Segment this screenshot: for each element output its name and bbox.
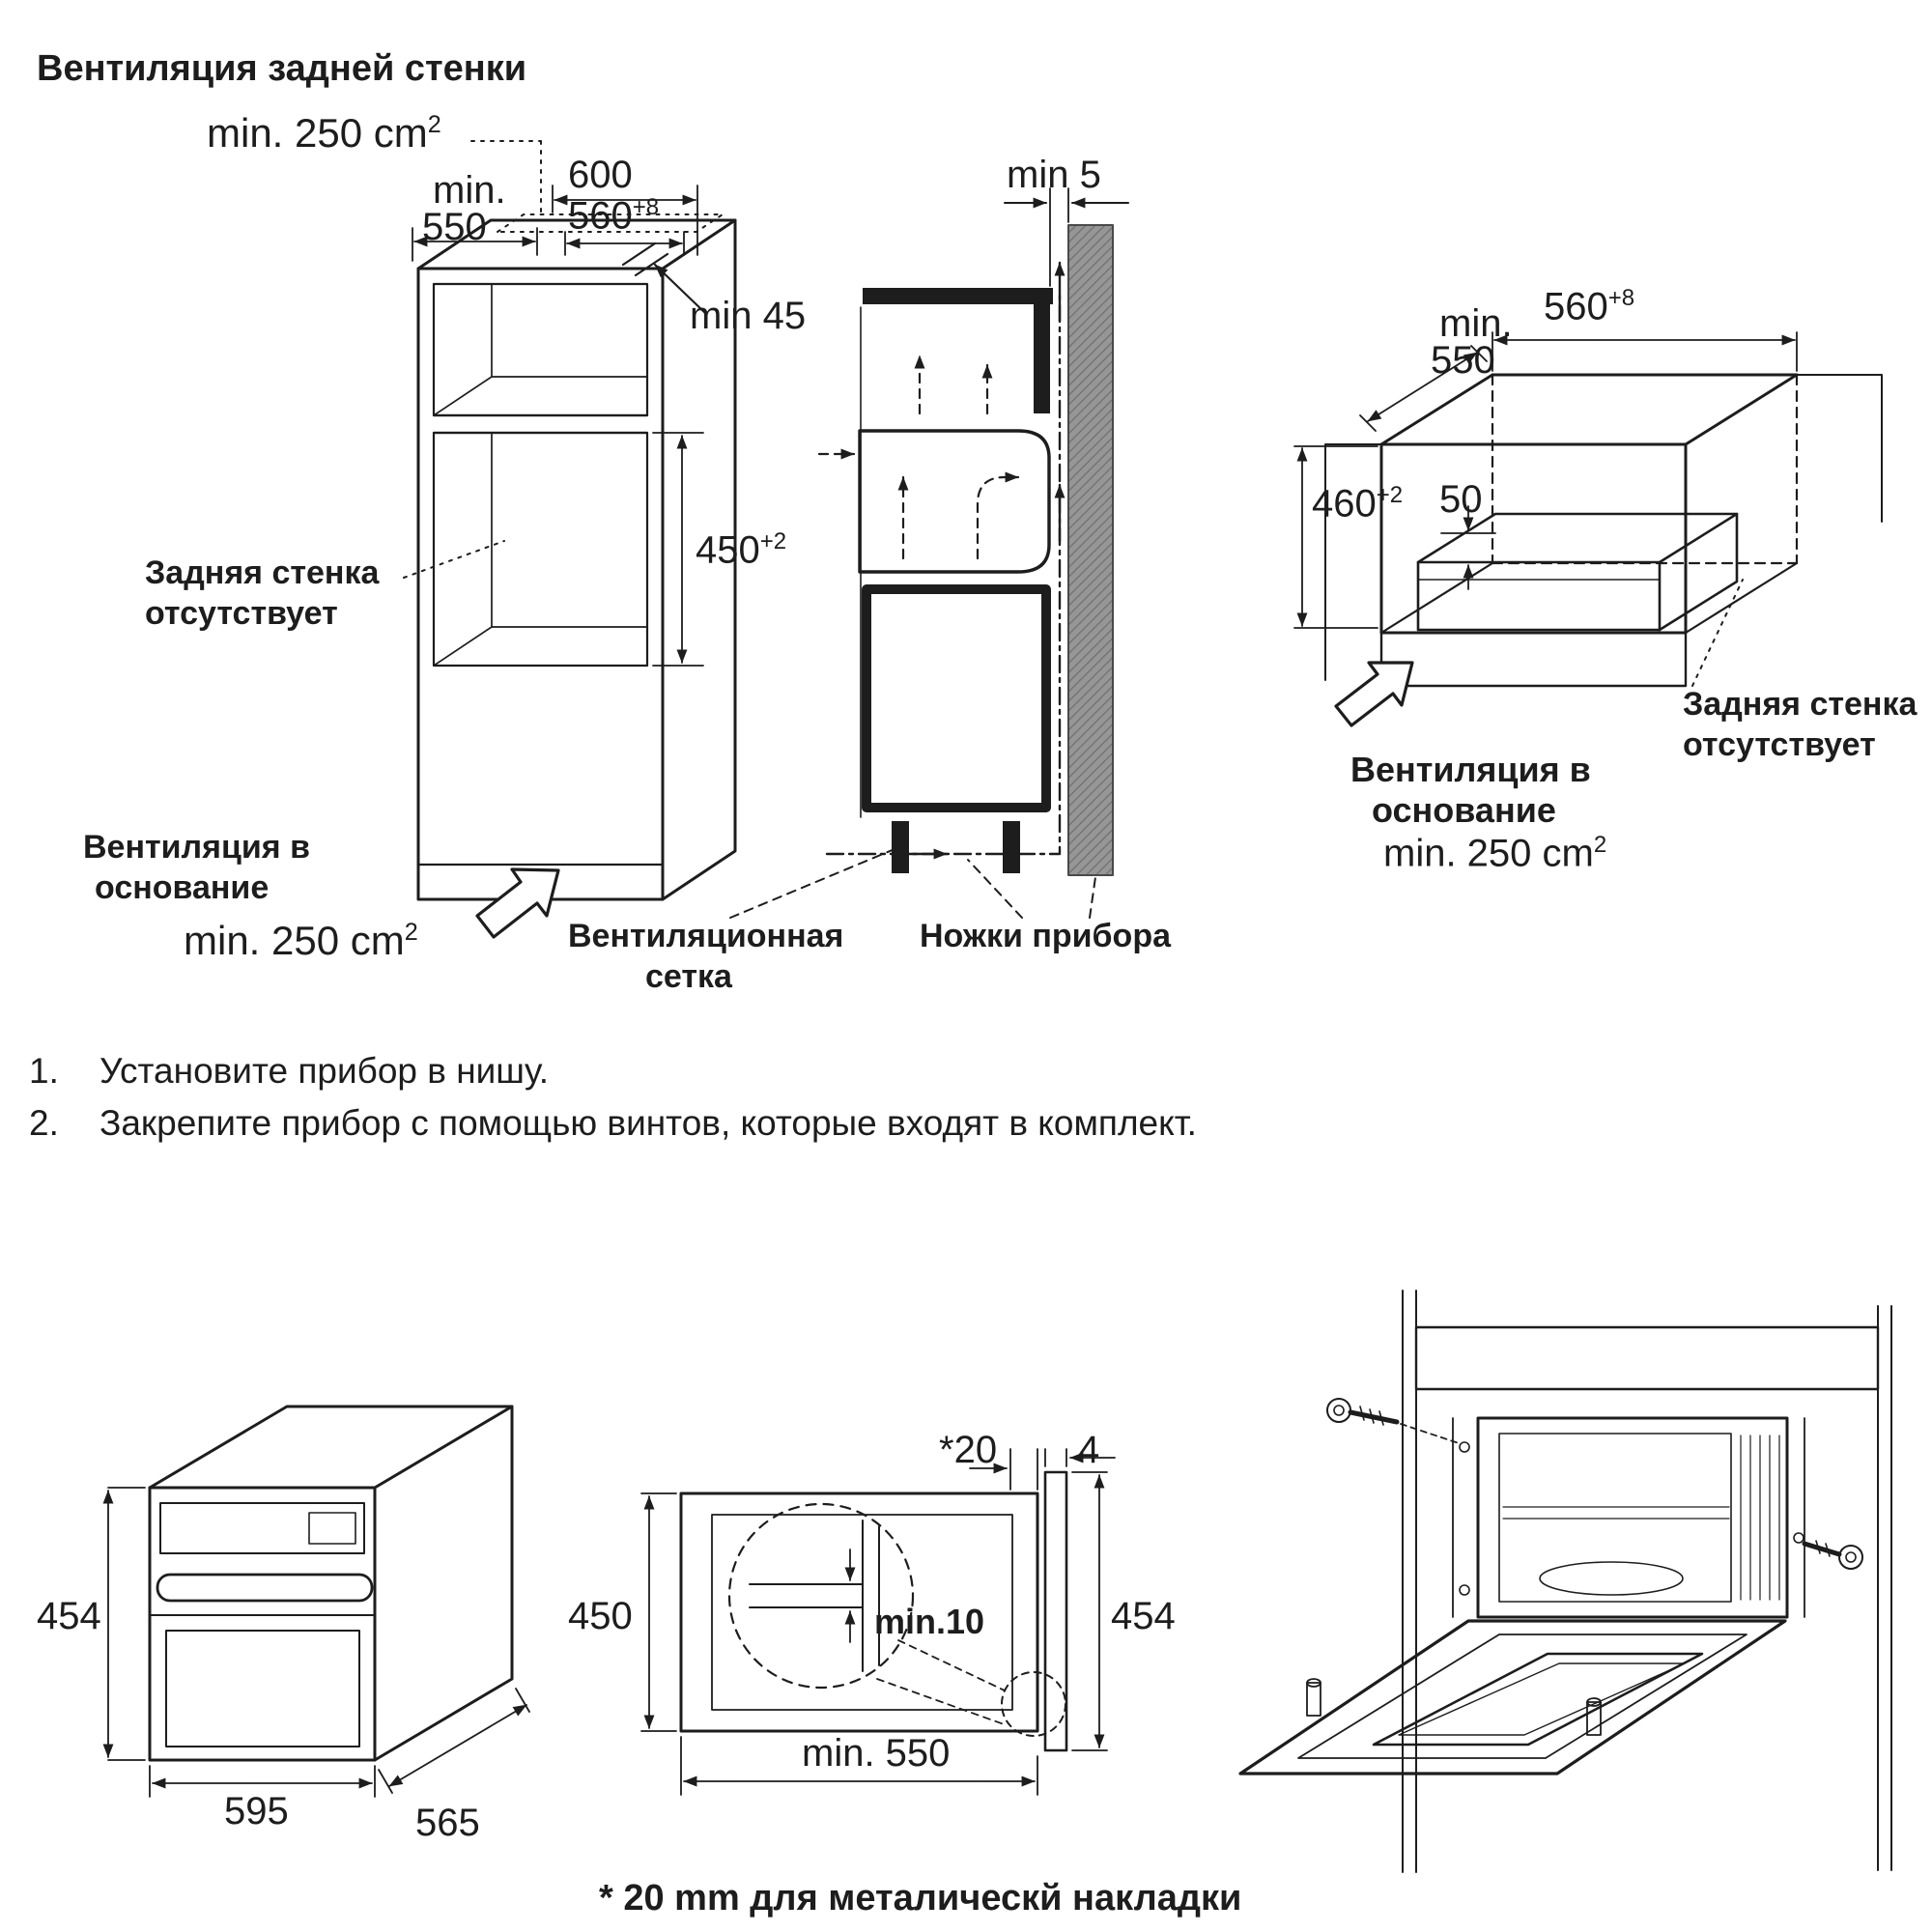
d1-600-label: 600 <box>568 154 633 196</box>
d3-50-label: 50 <box>1439 478 1483 521</box>
control-panel <box>159 1502 365 1554</box>
d3-min550-label-line2: 550 <box>1431 339 1495 382</box>
d1-back-wall-label-line1: Задняя стенка <box>145 554 380 591</box>
vent-base-arrow <box>475 867 560 939</box>
door-handle <box>156 1573 374 1603</box>
oven-door <box>165 1630 360 1747</box>
d1-vent-base-area-label: min. 250 cm2 <box>184 918 418 963</box>
d5-454-label: 454 <box>1111 1595 1176 1637</box>
tall-cabinet-diagram <box>403 140 737 939</box>
footnote-label: * 20 mm для металическй накладки <box>599 1878 1242 1918</box>
screw-icon <box>1326 1398 1460 1444</box>
d1-min550-label-line2: 550 <box>422 206 487 248</box>
step-1-number: 1. <box>29 1051 59 1091</box>
d2-min5-label: min 5 <box>1007 154 1101 196</box>
d2-feet-label: Ножки прибора <box>920 918 1171 954</box>
step-2-number: 2. <box>29 1103 59 1143</box>
d5-20-label: *20 <box>939 1429 998 1471</box>
d1-vent-base-label-line1: Вентиляция в <box>83 829 310 866</box>
d1-min45-label: min 45 <box>690 295 807 337</box>
door-pin <box>1586 1701 1602 1736</box>
oven-diagram <box>102 1405 530 1798</box>
d3-460-label: 460+2 <box>1312 482 1404 526</box>
d5-450-label: 450 <box>568 1595 633 1637</box>
turntable <box>1539 1561 1684 1596</box>
oven-open-diagram <box>1238 1290 1892 1873</box>
d1-vent-base-label-line2: основание <box>95 869 270 906</box>
appliance-foot <box>1003 821 1020 873</box>
d5-min10-label: min.10 <box>874 1602 985 1641</box>
d4-565-label: 565 <box>415 1802 480 1844</box>
appliance-foot <box>892 821 909 873</box>
trim-panel <box>1043 1470 1068 1752</box>
oven-cavity <box>1476 1416 1789 1619</box>
niche-cabinet-diagram <box>1293 331 1883 727</box>
cross-section-diagram <box>729 187 1129 919</box>
label-leaders <box>729 843 1096 919</box>
d3-back-wall-label-line2: отсутствует <box>1683 726 1876 763</box>
vent-base-arrow <box>1334 661 1414 727</box>
corner-circle <box>1001 1671 1066 1737</box>
d4-595-label: 595 <box>224 1790 289 1833</box>
baking-tray <box>1372 1652 1704 1747</box>
d4-454-label: 454 <box>37 1595 101 1637</box>
screw-hole <box>1459 1441 1470 1453</box>
display <box>308 1512 356 1545</box>
step-1-text: Установите прибор в нишу. <box>99 1051 550 1091</box>
niche-front-diagram <box>640 1448 1116 1796</box>
d3-min550-label-line1: min. <box>1439 302 1513 345</box>
tall-cabinet-dimensions <box>412 185 707 667</box>
d1-min550-label-line1: min. <box>433 169 506 212</box>
screw-hole <box>1793 1532 1804 1544</box>
niche-front-dimensions <box>640 1448 1116 1796</box>
screw-hole <box>1459 1584 1470 1596</box>
wall <box>1067 224 1114 876</box>
airflow-arrows-dashed <box>817 354 1020 560</box>
airflow-arrows <box>896 261 1065 860</box>
screw-icon <box>1802 1540 1863 1570</box>
oven-dimensions <box>102 1487 530 1798</box>
d3-560-label: 560+8 <box>1544 285 1635 328</box>
detail-circle <box>727 1502 915 1690</box>
open-door <box>1238 1619 1787 1776</box>
d5-4-label: 4 <box>1078 1429 1100 1471</box>
step-2-text: Закрепите прибор с помощью винтов, котор… <box>99 1103 1197 1143</box>
d1-450-label: 450+2 <box>696 528 787 572</box>
top-beam <box>1414 1325 1880 1391</box>
d3-vent-base-label-line2: основание <box>1372 790 1556 830</box>
d1-560-label: 560+8 <box>568 194 660 238</box>
d3-back-wall-label-line1: Задняя стенка <box>1683 686 1918 723</box>
d1-vent-rear-area-label: min. 250 cm2 <box>207 110 441 156</box>
appliance-outline <box>858 429 1051 574</box>
d3-vent-base-label-line1: Вентиляция в <box>1350 750 1591 789</box>
d1-back-wall-label-line2: отсутствует <box>145 595 338 632</box>
d2-vent-mesh-label-line2: сетка <box>645 958 732 995</box>
d3-vent-base-area-label: min. 250 cm2 <box>1383 832 1607 875</box>
d2-vent-mesh-label-line1: Вентиляционная <box>568 918 844 954</box>
door-pin <box>1306 1682 1321 1717</box>
niche-cabinet-dimensions <box>1293 331 1798 629</box>
vent-rear-title: Вентиляция задней стенки <box>37 48 527 89</box>
d5-min550-label: min. 550 <box>802 1732 951 1775</box>
